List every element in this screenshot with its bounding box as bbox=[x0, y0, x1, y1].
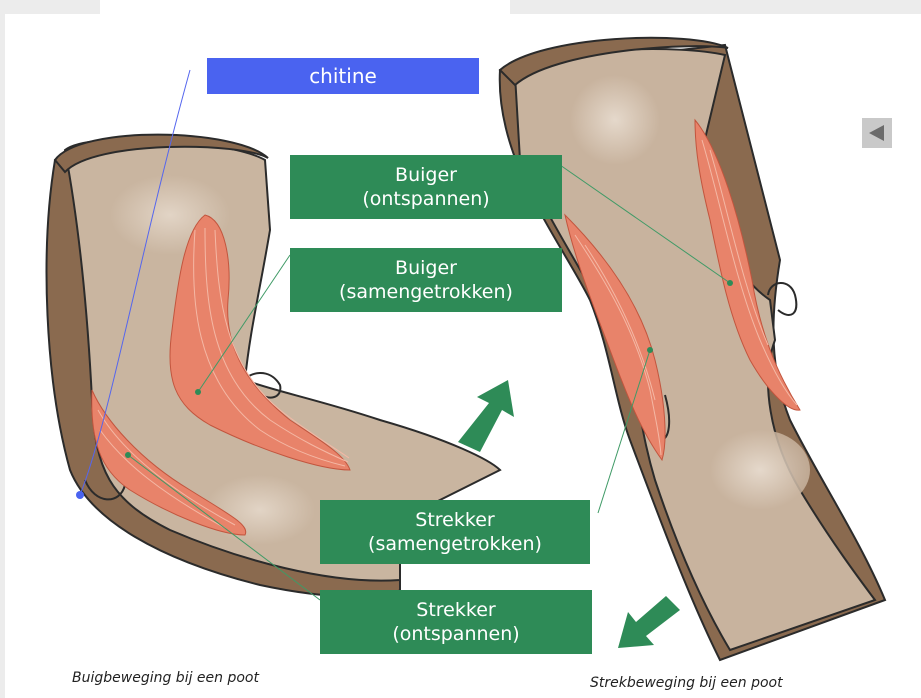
label-flexor-relaxed: Buiger (ontspannen) bbox=[290, 155, 562, 219]
label-extensor-relaxed-line2: (ontspannen) bbox=[392, 622, 519, 646]
extensor-contracted-dot bbox=[647, 347, 653, 353]
label-flexor-contracted-line2: (samengetrokken) bbox=[339, 280, 513, 304]
right-leg-highlight-bottom bbox=[710, 430, 810, 510]
label-chitine: chitine bbox=[207, 58, 479, 94]
extensor-relaxed-dot bbox=[125, 452, 131, 458]
label-flexor-contracted: Buiger (samengetrokken) bbox=[290, 248, 562, 312]
label-extensor-relaxed: Strekker (ontspannen) bbox=[320, 590, 592, 654]
label-flexor-contracted-line1: Buiger bbox=[395, 256, 457, 280]
label-extensor-contracted-line2: (samengetrokken) bbox=[368, 532, 542, 556]
label-extensor-contracted-line1: Strekker bbox=[415, 508, 494, 532]
flexor-contracted-dot bbox=[195, 389, 201, 395]
right-leg-drawing bbox=[500, 38, 885, 660]
caption-flexion: Buigbeweging bij een poot bbox=[72, 670, 259, 686]
flexor-relaxed-dot bbox=[727, 280, 733, 286]
arrow-up-right-icon bbox=[458, 380, 514, 452]
chitine-pointer-dot bbox=[76, 491, 84, 499]
back-button[interactable] bbox=[862, 118, 892, 148]
label-flexor-relaxed-line1: Buiger bbox=[395, 163, 457, 187]
right-leg-highlight-top bbox=[570, 75, 660, 165]
label-extensor-relaxed-line1: Strekker bbox=[416, 598, 495, 622]
arrow-down-left-icon bbox=[618, 596, 680, 648]
label-extensor-contracted: Strekker (samengetrokken) bbox=[320, 500, 590, 564]
caption-extension: Strekbeweging bij een poot bbox=[590, 675, 783, 691]
label-chitine-text: chitine bbox=[309, 64, 377, 88]
label-flexor-relaxed-line2: (ontspannen) bbox=[362, 187, 489, 211]
back-arrow-icon bbox=[862, 118, 892, 148]
